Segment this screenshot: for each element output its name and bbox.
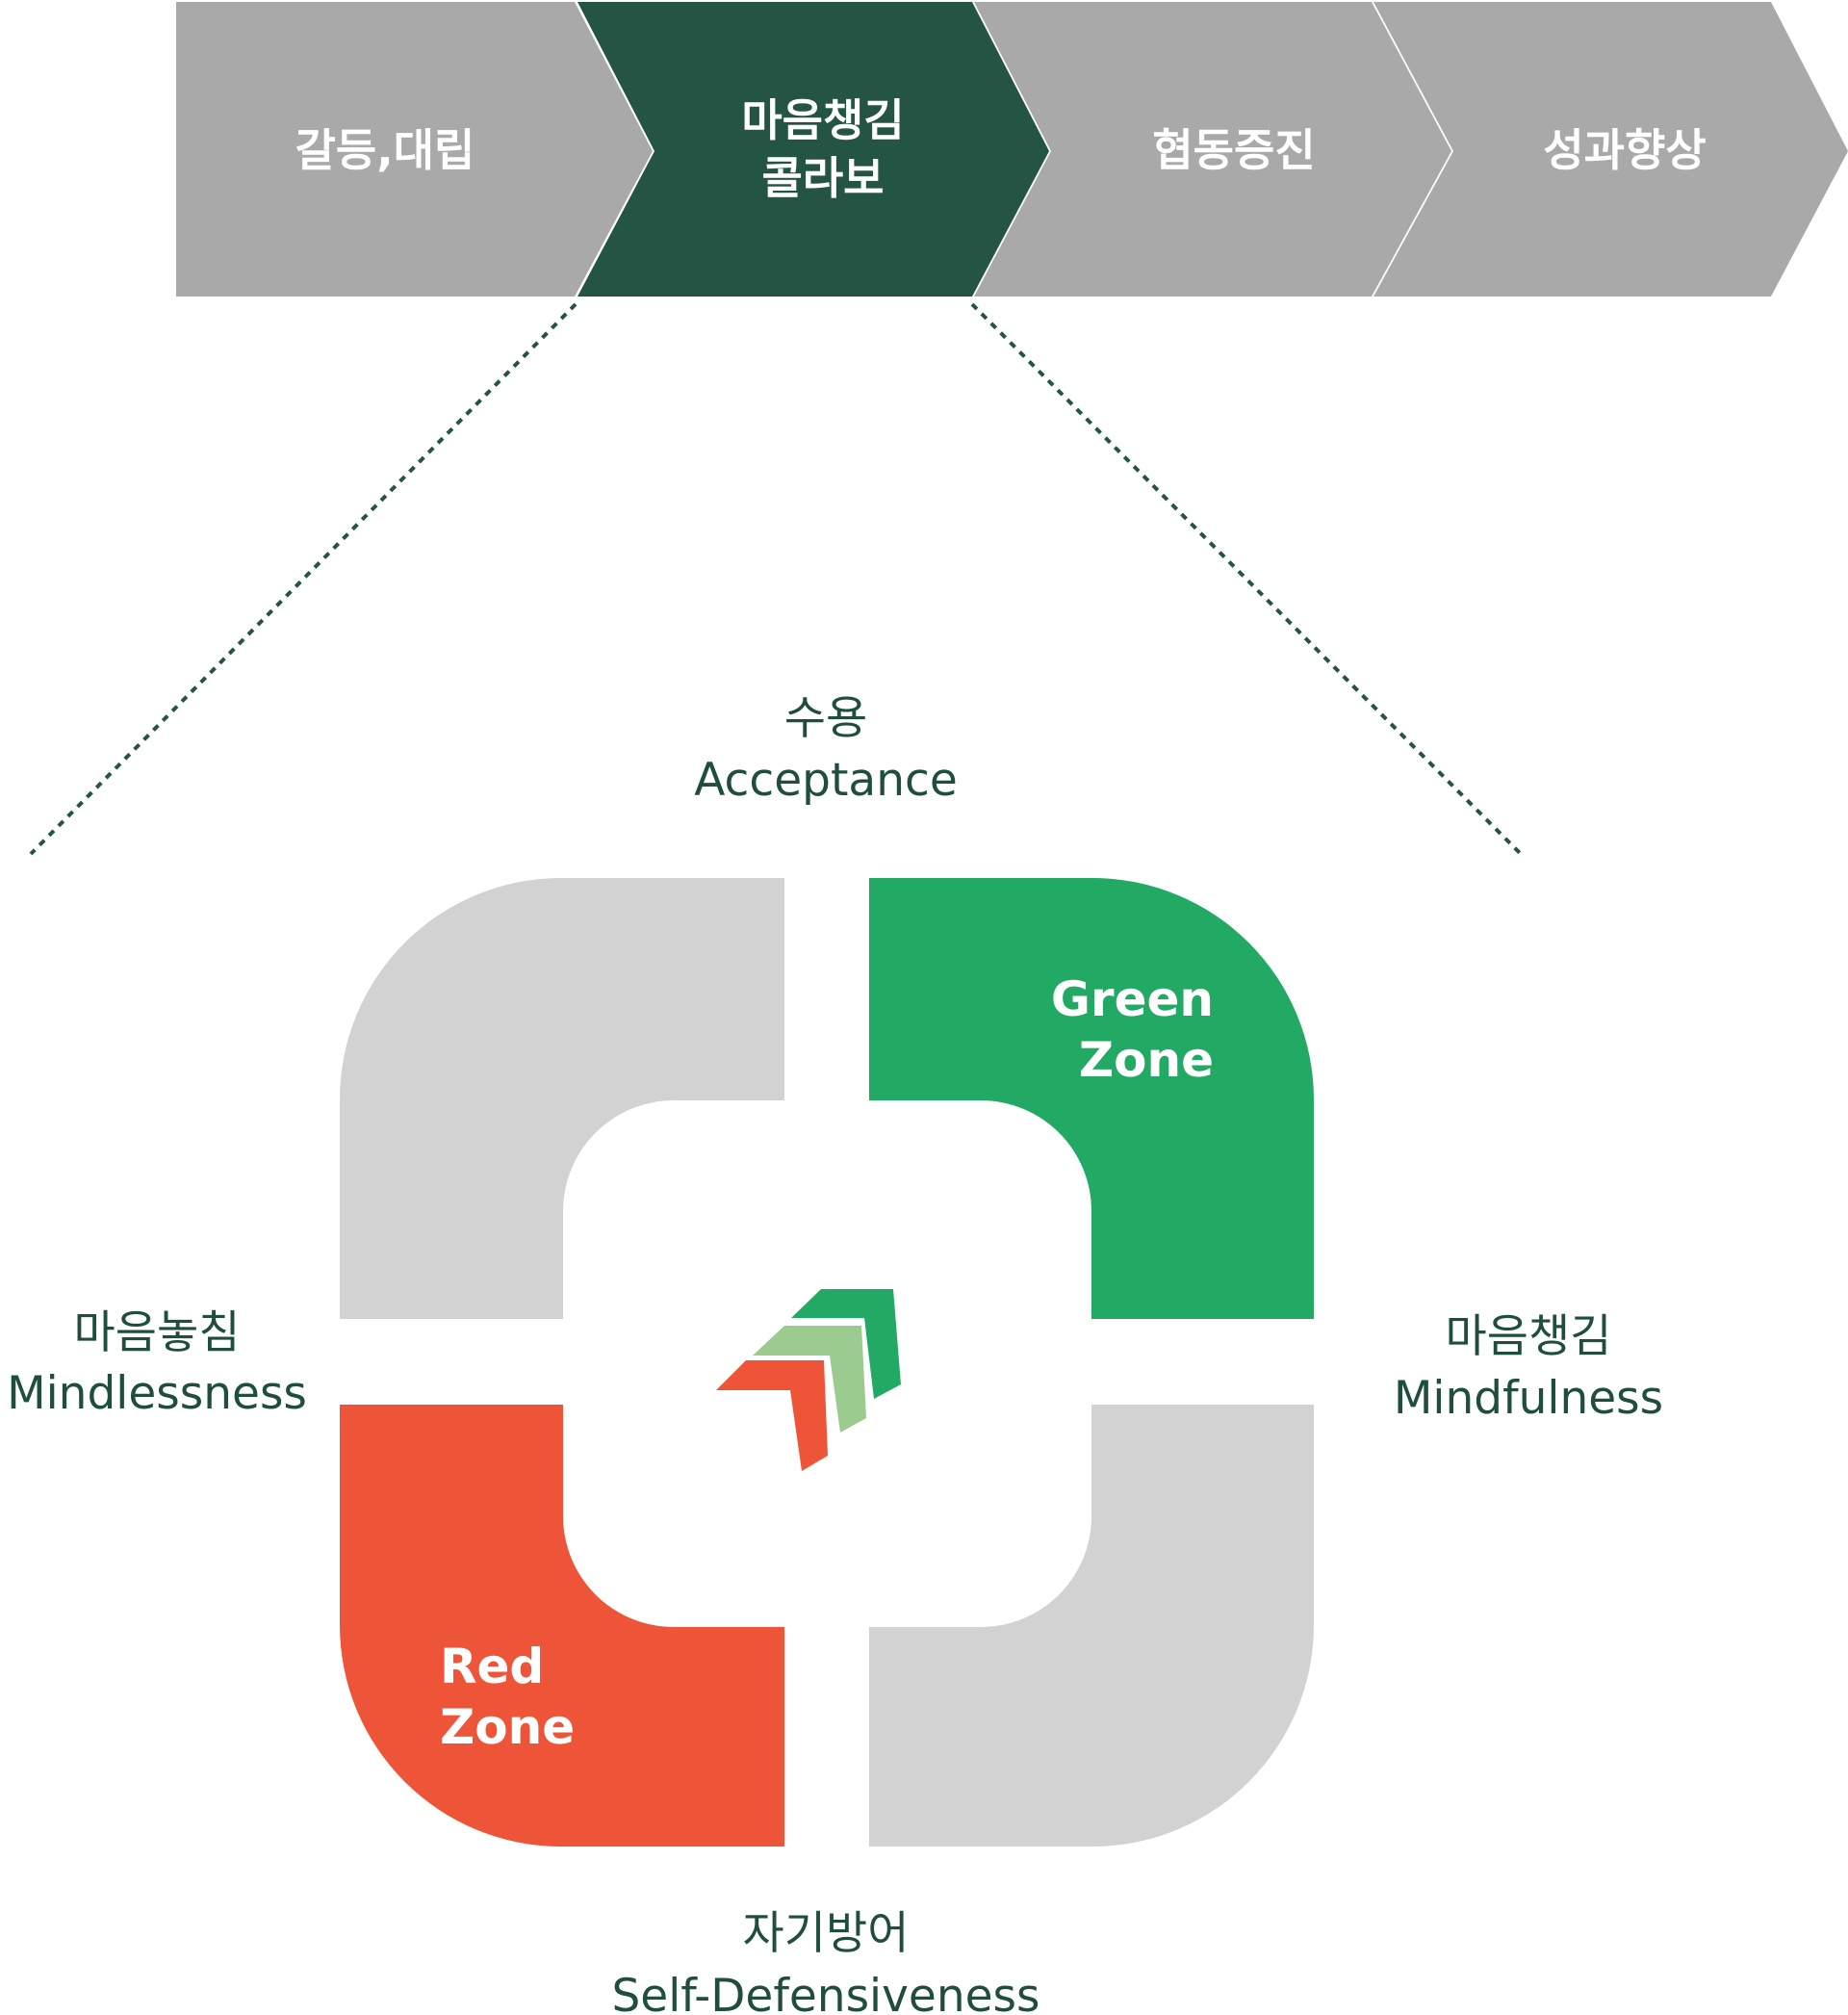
axis-top-english: Acceptance [694, 754, 958, 807]
green-zone-label-line1: Green [1051, 971, 1214, 1027]
stage-label-2b: 콜라보 [762, 152, 885, 204]
axis-bottom-english: Self-Defensiveness [611, 1970, 1040, 2015]
chevron-stack-icon [716, 1289, 901, 1471]
axis-top-korean: 수용 [784, 692, 867, 745]
axis-right-korean: 마음챙김 [1446, 1310, 1612, 1363]
stage-chevron-1 [176, 2, 653, 297]
axis-bottom-korean: 자기방어 [743, 1907, 910, 1960]
quadrant-top-left [340, 878, 784, 1319]
quadrant-grid: Green Zone Red Zone [340, 878, 1314, 1847]
connector-right-dotted-line [970, 302, 1523, 856]
axis-right-english: Mindfulness [1394, 1372, 1663, 1425]
chevron-red [716, 1360, 828, 1471]
chevron-dark-green [791, 1289, 901, 1399]
stage-label-3: 협동증진 [1152, 124, 1315, 176]
process-flow: 갈등,대립 마음챙김 콜라보 협동증진 성과향상 [176, 2, 1848, 297]
expansion-connectors [29, 302, 1523, 856]
stage-label-1: 갈등,대립 [295, 124, 475, 176]
red-zone-label-line1: Red [440, 1639, 544, 1694]
green-zone-quadrant [869, 878, 1314, 1319]
axis-left-korean: 마음놓침 [74, 1306, 241, 1359]
axis-left-english: Mindlessness [7, 1367, 307, 1420]
stage-label-4: 성과향상 [1543, 124, 1706, 176]
quadrant-bottom-right [869, 1405, 1314, 1847]
stage-chevron-2 [578, 2, 1049, 297]
chevron-light-green [753, 1326, 866, 1433]
red-zone-quadrant [340, 1405, 784, 1847]
green-zone-label-line2: Zone [1079, 1032, 1214, 1088]
stage-chevron-3 [974, 2, 1451, 297]
stage-label-2: 마음챙김 [741, 94, 904, 146]
axis-labels: 수용 Acceptance 마음놓침 Mindlessness 마음챙김 Min… [7, 692, 1663, 2015]
red-zone-label-line2: Zone [440, 1699, 575, 1755]
connector-left-dotted-line [29, 302, 578, 856]
stage-chevron-4 [1373, 2, 1848, 297]
